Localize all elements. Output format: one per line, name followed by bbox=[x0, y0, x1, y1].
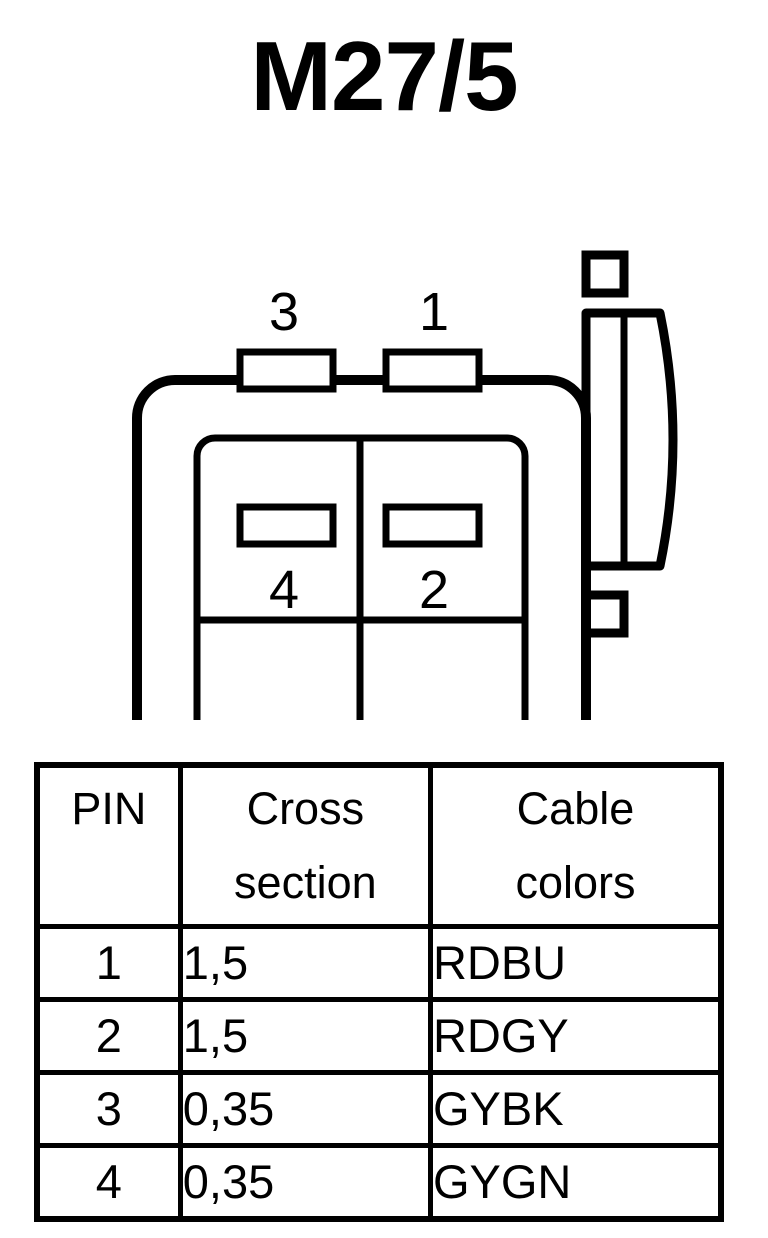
table-row: 3 0,35 GYBK bbox=[37, 1072, 721, 1148]
connector-diagram: 3 1 4 2 bbox=[0, 180, 768, 720]
pin-slot-2 bbox=[382, 503, 483, 548]
table-row: 1 1,5 RDBU bbox=[37, 926, 721, 1002]
pin-slot-4 bbox=[236, 503, 337, 548]
column-header-cable-colors: Cable colors bbox=[430, 765, 721, 929]
pin-number-2: 2 bbox=[419, 560, 449, 620]
cell-cable-colors: RDGY bbox=[430, 999, 721, 1075]
connector-svg: 3 1 4 2 bbox=[132, 250, 678, 720]
cell-cable-colors: RDBU bbox=[430, 926, 721, 1002]
cell-cross-section: 1,5 bbox=[180, 926, 433, 1002]
pinout-table-body: 1 1,5 RDBU 2 1,5 RDGY 3 0,35 GYBK 4 0,35 bbox=[37, 926, 721, 1219]
table-row: 4 0,35 GYGN bbox=[37, 1145, 721, 1219]
cell-pin: 1 bbox=[37, 926, 183, 1002]
pinout-table-wrap: PIN Cross section Cable colors 1 1,5 bbox=[34, 762, 724, 1222]
column-header-cross-section: Cross section bbox=[180, 765, 433, 929]
cell-cable-colors: GYBK bbox=[430, 1072, 721, 1148]
page-title: M27/5 bbox=[250, 21, 518, 131]
pin-number-1: 1 bbox=[419, 282, 449, 342]
pin-slot-3 bbox=[236, 348, 337, 393]
column-header-cable-colors-line-1: Cable bbox=[516, 783, 635, 834]
table-row: 2 1,5 RDGY bbox=[37, 999, 721, 1075]
cell-pin: 2 bbox=[37, 999, 183, 1075]
cell-pin: 3 bbox=[37, 1072, 183, 1148]
column-header-pin-line-1: PIN bbox=[71, 783, 147, 834]
table-header-row: PIN Cross section Cable colors bbox=[37, 765, 721, 929]
pin-slot-1 bbox=[382, 348, 483, 393]
cell-cross-section: 0,35 bbox=[180, 1072, 433, 1148]
cell-cable-colors: GYGN bbox=[430, 1145, 721, 1219]
column-header-cross-section-line-2: section bbox=[234, 857, 377, 908]
cell-pin: 4 bbox=[37, 1145, 183, 1219]
pinout-table-head: PIN Cross section Cable colors bbox=[37, 765, 721, 929]
upper-tab bbox=[581, 250, 629, 298]
pinout-table: PIN Cross section Cable colors 1 1,5 bbox=[34, 762, 724, 1222]
pin-number-3: 3 bbox=[269, 282, 299, 342]
column-header-pin: PIN bbox=[37, 765, 183, 929]
column-header-cable-colors-line-2: colors bbox=[515, 857, 636, 908]
cell-cross-section: 1,5 bbox=[180, 999, 433, 1075]
column-header-cross-section-line-1: Cross bbox=[246, 783, 365, 834]
lower-tab bbox=[581, 590, 629, 638]
side-latch-body bbox=[581, 308, 678, 571]
pin-number-4: 4 bbox=[269, 560, 299, 620]
cell-cross-section: 0,35 bbox=[180, 1145, 433, 1219]
